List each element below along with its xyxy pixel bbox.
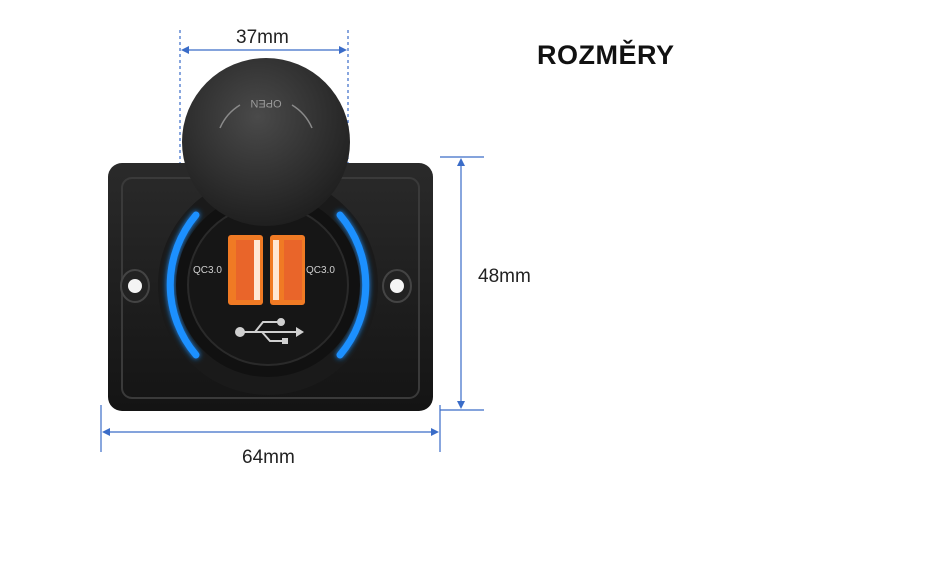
cap-arrow-right-icon <box>291 104 313 129</box>
arrow-down-icon <box>457 401 465 409</box>
arrow-up-icon <box>457 158 465 166</box>
socket-face <box>187 204 349 366</box>
usb-port-right <box>270 235 305 305</box>
screw-hole-right <box>382 269 412 303</box>
cap-width-label: 37mm <box>236 27 289 48</box>
port-right-label: QC3.0 <box>306 265 335 276</box>
panel-height-label: 48mm <box>478 266 531 287</box>
protective-cap: OPEN <box>182 58 350 226</box>
led-ring-left <box>166 211 200 359</box>
usb-logo-icon <box>235 318 304 344</box>
cap-arrow-left-icon <box>219 104 241 129</box>
screw-hole-left <box>120 269 150 303</box>
port-left-label: QC3.0 <box>193 265 222 276</box>
cap-open-label: OPEN <box>250 97 281 109</box>
arrow-right-icon <box>339 46 347 54</box>
arrow-right-icon <box>431 428 439 436</box>
panel-width-label: 64mm <box>242 447 295 468</box>
arrow-left-icon <box>102 428 110 436</box>
led-ring-right <box>336 211 370 359</box>
dimension-lines <box>100 30 484 452</box>
arrow-left-icon <box>181 46 189 54</box>
page-title: ROZMĚRY <box>537 40 675 70</box>
usb-port-left <box>228 235 263 305</box>
